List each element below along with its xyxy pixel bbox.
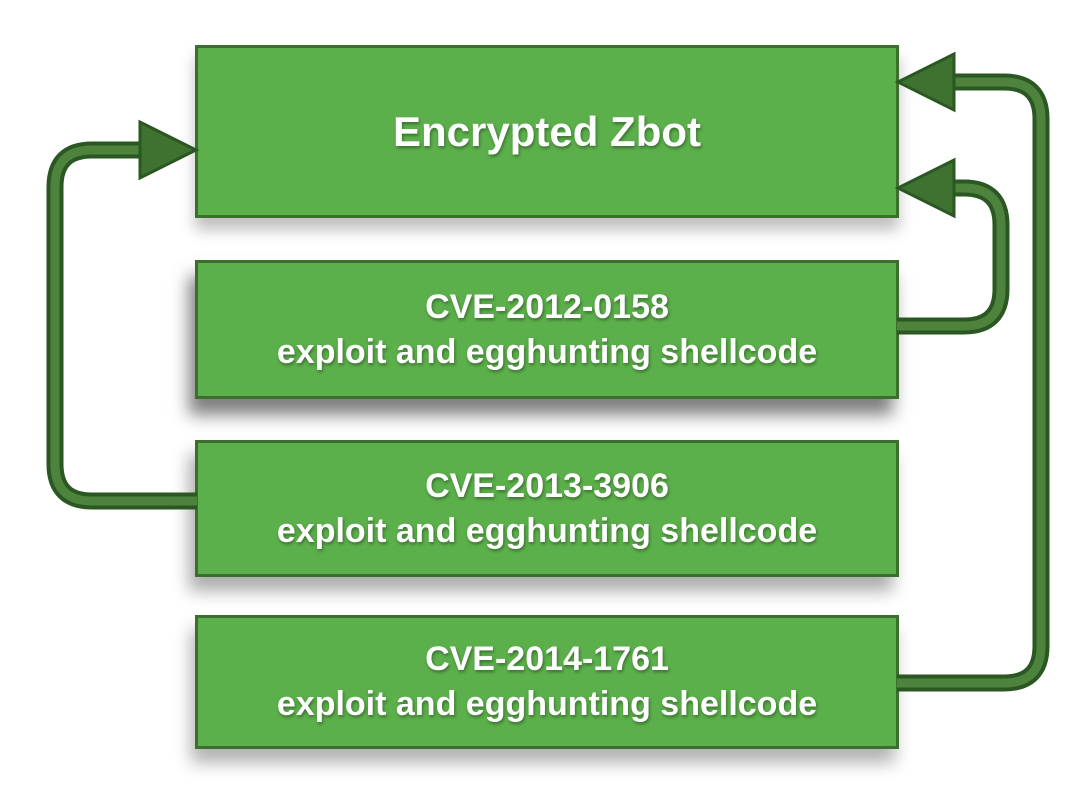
node-label-line2: exploit and egghunting shellcode [276, 332, 818, 371]
arrowhead-right-icon [138, 119, 200, 181]
node-label-line1: CVE-2014-1761 [425, 640, 669, 678]
arrowhead-left-icon [894, 51, 956, 113]
arrow-cve-2014-1761-to-zbot [894, 51, 1050, 692]
node-cve-2013-3906: CVE-2013-3906 exploit and egghunting she… [195, 440, 899, 577]
node-encrypted-zbot: Encrypted Zbot [195, 45, 899, 218]
node-label-line1: CVE-2012-0158 [425, 287, 669, 326]
node-label-line2: exploit and egghunting shellcode [276, 511, 818, 550]
node-cve-2012-0158: CVE-2012-0158 exploit and egghunting she… [195, 260, 899, 399]
arrowhead-left-icon [894, 157, 956, 219]
arrow-cve-2012-0158-to-zbot [894, 157, 1010, 335]
node-label-line2: exploit and egghunting shellcode [276, 685, 818, 723]
arrow-cve-2013-3906-to-zbot [46, 119, 200, 510]
node-label: Encrypted Zbot [392, 107, 701, 155]
node-cve-2014-1761: CVE-2014-1761 exploit and egghunting she… [195, 615, 899, 749]
node-label-line1: CVE-2013-3906 [425, 466, 669, 505]
